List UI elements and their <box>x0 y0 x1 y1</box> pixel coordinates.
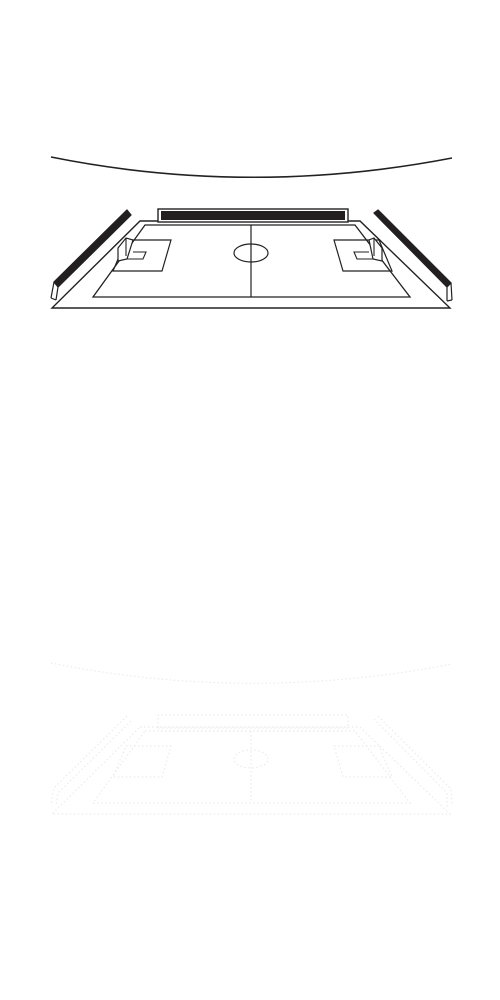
left-penalty-box <box>112 239 172 272</box>
right-penalty-box <box>333 239 393 272</box>
soccer-pitch <box>91 224 412 298</box>
stadium-left-stand <box>50 209 132 301</box>
stadium-right-stand <box>373 209 453 302</box>
right-goal <box>353 237 383 262</box>
left-goal <box>117 237 147 262</box>
stadium-roof-line <box>50 156 453 179</box>
center-circle <box>233 243 269 263</box>
